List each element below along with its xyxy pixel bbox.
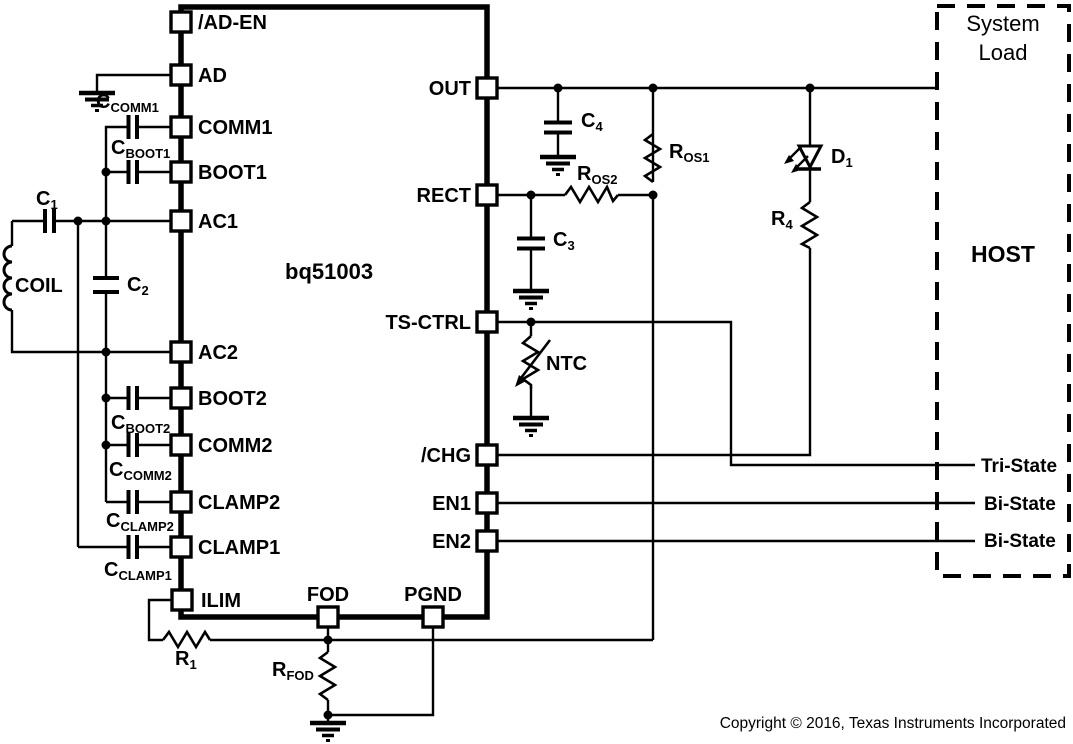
component-label-r1: R1 [175, 648, 197, 672]
resistor-ros1 [642, 132, 663, 184]
pin-label-ac2: AC2 [198, 342, 239, 364]
component-label-c-boot1: CBOOT1 [111, 137, 171, 161]
component-label-ntc: NTC [546, 353, 588, 375]
pin-squares [169, 10, 499, 629]
component-label-d1: D1 [831, 146, 853, 170]
component-label-r4: R4 [771, 208, 793, 232]
pin-label-comm1: COMM1 [198, 117, 273, 139]
pin-label-en2: EN2 [432, 531, 471, 553]
pin-label-comm2: COMM2 [198, 435, 273, 457]
system-load-title: System Load [937, 10, 1069, 67]
ntc-arrow [515, 339, 552, 387]
host-label: HOST [971, 241, 1035, 267]
resistor-r4 [799, 200, 820, 250]
component-label-c3: C3 [553, 229, 575, 253]
signal-label-bi-state-en2: Bi-State [984, 531, 1056, 552]
pin-label-ad-en: /AD-EN [198, 12, 267, 34]
pin-label-clamp2: CLAMP2 [198, 492, 281, 514]
pin-label-clamp1: CLAMP1 [198, 537, 281, 559]
led-d1 [784, 144, 824, 173]
pin-label-ac1: AC1 [198, 211, 239, 233]
signal-label-bi-state-en1: Bi-State [984, 494, 1056, 515]
pin-label-pgnd: PGND [404, 584, 462, 606]
pin-label-fod: FOD [306, 584, 350, 606]
ic-outline [178, 4, 490, 620]
component-label-c1: C1 [36, 188, 58, 212]
pin-label-en1: EN1 [432, 493, 471, 515]
capacitor-plates [43, 115, 572, 559]
signal-label-tri-state: Tri-State [981, 456, 1058, 477]
system-load-line1: System [966, 11, 1040, 36]
component-label-c-clamp1: CCLAMP1 [104, 559, 172, 583]
resistors [161, 132, 820, 702]
pin-label-ts-ctrl: TS-CTRL [385, 312, 471, 334]
ground-c3 [513, 288, 549, 310]
component-label-c4: C4 [581, 110, 603, 134]
coil-inductor [2, 244, 13, 312]
component-label-ros1: ROS1 [669, 141, 710, 165]
copyright-notice: Copyright © 2016, Texas Instruments Inco… [719, 715, 1066, 732]
ic-part-number: bq51003 [285, 259, 374, 284]
ground-ad [79, 90, 115, 112]
ground-c4 [540, 154, 576, 176]
wires [10, 73, 975, 723]
ground-rfod [310, 720, 346, 742]
resistor-ros2 [563, 184, 619, 205]
resistor-rfod [317, 650, 338, 702]
component-label-rfod: RFOD [272, 659, 314, 683]
ground-symbols [79, 90, 576, 742]
component-label-coil: COIL [15, 275, 63, 297]
component-label-c-clamp2: CCLAMP2 [106, 510, 174, 534]
resistor-r1 [161, 629, 212, 650]
pin-label-rect: RECT [416, 185, 471, 207]
pin-label-chg: /CHG [421, 445, 471, 467]
pin-label-ad: AD [198, 65, 227, 87]
host-box-outline [935, 4, 1071, 578]
pin-label-out: OUT [428, 78, 471, 100]
pin-label-boot1: BOOT1 [198, 162, 267, 184]
component-label-ros2: ROS2 [577, 163, 618, 187]
component-label-c2: C2 [127, 274, 149, 298]
system-load-line2: Load [978, 39, 1028, 65]
component-label-c-boot2: CBOOT2 [111, 412, 171, 436]
junction-dots [73, 83, 815, 720]
ground-ntc [513, 415, 549, 437]
pin-label-ilim: ILIM [201, 590, 241, 612]
component-label-c-comm2: CCOMM2 [109, 459, 172, 483]
component-label-c-comm1: CCOMM1 [96, 91, 159, 115]
pin-label-boot2: BOOT2 [198, 388, 267, 410]
